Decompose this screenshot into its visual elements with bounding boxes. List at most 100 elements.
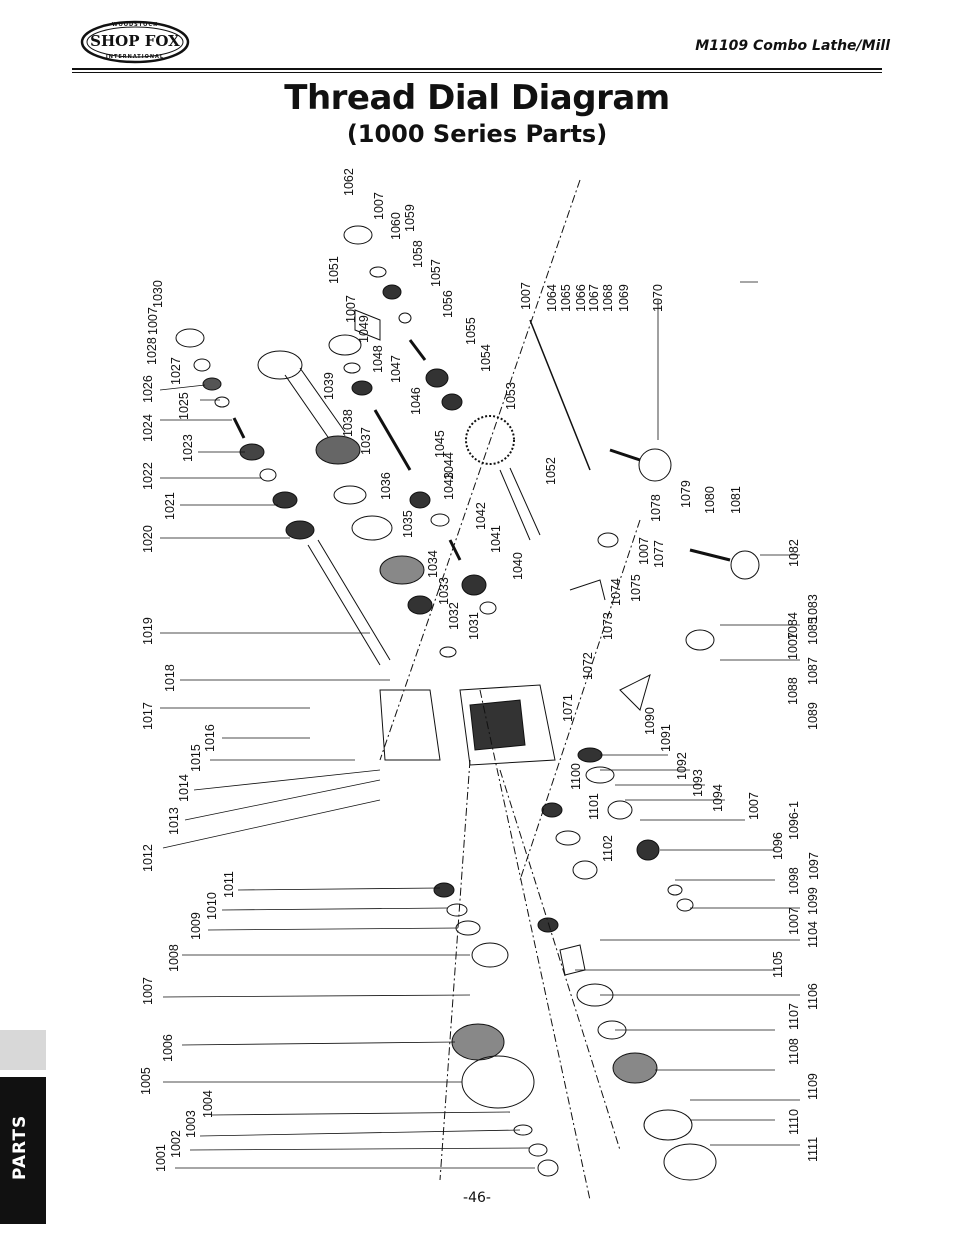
part-label: 1026 [141,375,155,403]
part-label: 1054 [479,344,493,372]
part-label: 1088 [786,677,800,705]
part-label: 1004 [201,1090,215,1118]
part-label: 1009 [189,912,203,940]
part-label: 1030 [151,280,165,308]
logo-top-text: WOODSTOCK [112,22,158,28]
part-label: 1021 [163,492,177,520]
part-label: 1028 [145,337,159,365]
part-label: 1025 [177,392,191,420]
part-label: 1091 [659,724,673,752]
part-label: 1083 [806,594,820,622]
part-label: 1040 [511,552,525,580]
part-label: 1019 [141,617,155,645]
part-label: 1105 [771,951,785,978]
part-label: 1082 [787,539,801,567]
side-tab [0,1077,46,1224]
part-label: 1032 [447,602,461,630]
part-label: 1002 [169,1130,183,1158]
shop-fox-logo: WOODSTOCK SHOP FOX INTERNATIONAL [80,20,190,64]
part-label: 1097 [807,852,821,880]
part-label: 1006 [161,1034,175,1062]
part-label: 1016 [203,724,217,752]
part-label: 1067 [587,284,601,312]
part-label: 1022 [141,462,155,490]
part-label: 1007 [786,632,800,660]
part-label: 1096-1 [787,801,801,840]
part-label: 1094 [711,784,725,812]
part-label: 1062 [342,168,356,196]
part-label: 1109 [806,1073,820,1100]
part-label: 1108 [787,1038,801,1065]
header-rule [72,68,882,70]
part-label: 1056 [441,290,455,318]
part-label: 1065 [559,284,573,312]
part-label: 1090 [643,707,657,735]
part-label: 1074 [609,578,623,606]
part-label: 1007 [519,282,533,310]
part-label: 1085 [806,617,820,645]
part-label: 1096 [771,832,785,860]
page-subtitle: (1000 Series Parts) [346,120,608,148]
part-label: 1051 [327,256,341,284]
part-label: 1079 [679,480,693,508]
part-label: 1007 [372,192,386,220]
part-label: 1099 [806,887,820,915]
page-number: -46- [463,1190,491,1206]
part-label: 1106 [806,983,820,1010]
part-label: 1053 [504,382,518,410]
part-label: 1001 [154,1144,168,1172]
part-label: 1111 [806,1137,820,1162]
part-label: 1072 [581,652,595,680]
part-label: 1110 [787,1109,801,1135]
part-label: 1078 [649,494,663,522]
part-label: 1081 [729,486,743,514]
part-label: 1042 [474,502,488,530]
part-label: 1038 [341,409,355,437]
part-label: 1007 [146,307,160,335]
part-label: 1007 [344,295,358,323]
part-label: 1070 [651,284,665,312]
part-label: 1045 [433,430,447,458]
part-label: 1100 [569,763,583,790]
part-label: 1014 [177,774,191,802]
part-label: 1084 [786,612,800,640]
page-title: Thread Dial Diagram [284,78,670,118]
part-label: 1052 [544,457,558,485]
part-label: 1080 [703,486,717,514]
part-label: 1069 [617,284,631,312]
side-tab-shade [0,1030,46,1070]
part-label: 1037 [359,427,373,455]
part-label: 1058 [411,240,425,268]
part-label: 1107 [787,1003,801,1030]
part-label: 1093 [691,769,705,797]
part-label: 1031 [467,612,481,640]
logo-bottom-text: INTERNATIONAL [105,54,165,60]
part-label: 1033 [437,577,451,605]
part-label: 1068 [601,284,615,312]
part-label: 1104 [806,921,820,948]
part-label: 1057 [429,259,443,287]
part-label: 1060 [389,212,403,240]
part-label: 1012 [141,844,155,872]
part-label: 1003 [184,1110,198,1138]
part-label: 1101 [587,793,601,820]
part-label: 1102 [601,835,615,862]
part-label: 1011 [222,871,236,898]
part-label: 1027 [169,357,183,385]
part-label: 1035 [401,510,415,538]
part-label: 1073 [601,612,615,640]
part-label: 1041 [489,525,503,553]
part-label: 1077 [652,540,666,568]
part-label: 1055 [464,317,478,345]
part-label: 1034 [426,550,440,578]
part-label: 1020 [141,525,155,553]
model-name: M1109 Combo Lathe/Mill [695,38,890,54]
part-label: 1017 [141,702,155,730]
part-label: 1098 [787,867,801,895]
part-label: 1049 [357,315,371,343]
logo-text: SHOP FOX [90,32,180,50]
part-label: 1023 [181,434,195,462]
part-label: 1044 [442,452,456,480]
part-label: 1039 [322,372,336,400]
side-tab-label: PARTS [10,1114,30,1180]
